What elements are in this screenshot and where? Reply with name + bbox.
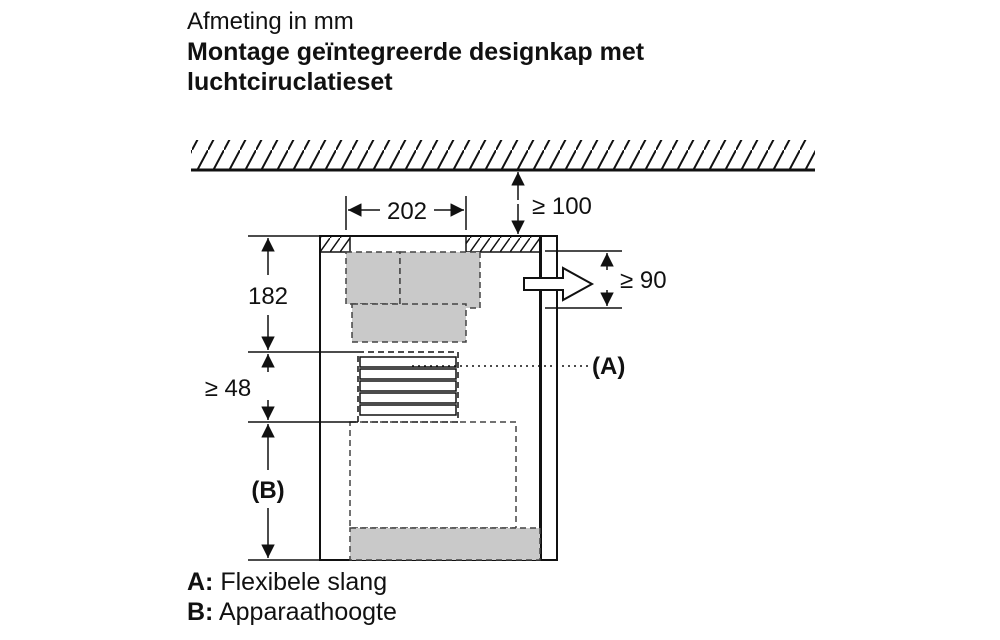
dimension-width bbox=[345, 196, 467, 230]
dimension-outlet-clearance-label: ≥ 90 bbox=[620, 267, 667, 294]
motor-block bbox=[345, 251, 481, 343]
flexible-hose bbox=[357, 351, 459, 423]
dimension-hose-height-label: ≥ 48 bbox=[205, 375, 252, 402]
dimension-width-label: 202 bbox=[387, 198, 427, 225]
front-panel bbox=[540, 235, 558, 561]
dimension-upper-height-label: 182 bbox=[248, 283, 288, 310]
legend-text-b: Apparaathoogte bbox=[218, 598, 397, 626]
page-title-line-1: Montage geïntegreerde designkap met bbox=[187, 38, 645, 66]
dimension-outlet-clearance bbox=[545, 250, 622, 309]
legend-text-a: Flexibele slang bbox=[220, 568, 388, 596]
legend-item-b: B: Apparaathoogte bbox=[187, 598, 397, 627]
dimension-appliance-height-label: (B) bbox=[251, 477, 284, 504]
subtitle: Afmeting in mm bbox=[187, 8, 354, 35]
callout-a-label: (A) bbox=[592, 353, 625, 380]
hood-appliance bbox=[349, 421, 541, 561]
page-title-line-2: luchtciruclatieset bbox=[187, 68, 393, 96]
legend-key-b: B: bbox=[187, 598, 214, 626]
legend-key-a: A: bbox=[187, 568, 214, 596]
ceiling bbox=[191, 140, 815, 172]
dimension-left-chain bbox=[248, 235, 358, 561]
dimension-ceiling-clearance-label: ≥ 100 bbox=[532, 193, 592, 220]
air-outlet-arrow bbox=[523, 266, 595, 302]
legend-item-a: A: Flexibele slang bbox=[187, 568, 387, 597]
